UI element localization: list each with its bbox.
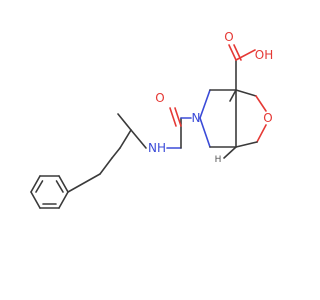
alkyl-chain (67, 113, 147, 193)
acid-oxygen-label: O (224, 30, 233, 44)
bicyclic-core (199, 89, 267, 148)
stereo-h-label: H (215, 155, 222, 165)
carboxylic-acid (228, 44, 256, 91)
carbonyl-oxygen-label: O (155, 91, 164, 105)
hydroxyl-label: OH (255, 48, 273, 62)
phenyl-ring (30, 175, 69, 209)
ring-oxygen-label: O (263, 111, 272, 125)
stereo-bonds (223, 89, 237, 159)
ring-nitrogen-label: N (192, 111, 201, 125)
chemical-structure-diagram: O NH N O O OH H (30, 30, 273, 209)
amide-nh-label: NH (148, 141, 166, 155)
amide-linkage (166, 107, 192, 149)
